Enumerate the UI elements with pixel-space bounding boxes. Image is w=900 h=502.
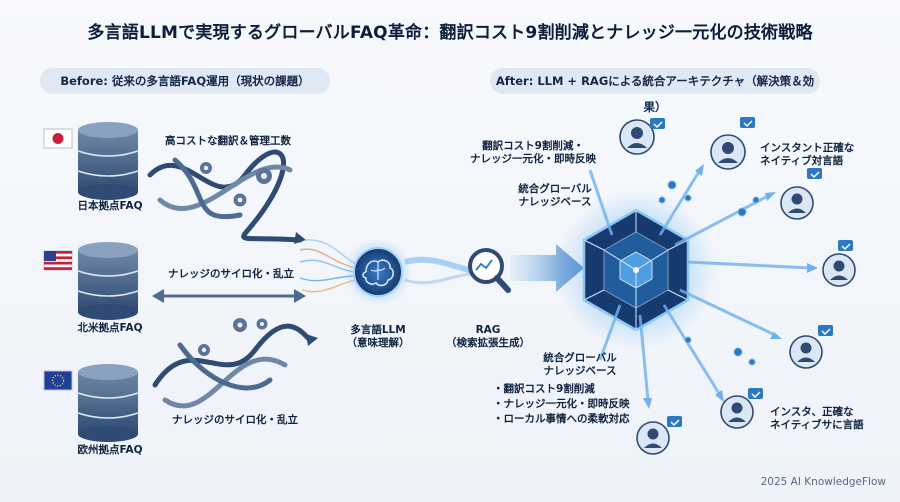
user-avatar-icon xyxy=(636,416,682,455)
brain-icon xyxy=(353,247,403,297)
arrowhead xyxy=(294,232,306,244)
effect-bullet-list: ・翻訳コスト9割削減 ・ナレッジ一元化・即時反映 ・ローカル事情への柔軟対応 xyxy=(493,382,630,427)
user-avatar-icon xyxy=(789,325,833,369)
issue-silo-label-1: ナレッジのサイロ化・乱立 xyxy=(168,268,294,280)
database-icon-jp xyxy=(77,122,139,200)
user-avatar-icon xyxy=(720,388,763,429)
list-item: ・ローカル事情への柔軟対応 xyxy=(493,413,630,425)
rag-label: RAG （検索拡張生成） xyxy=(446,324,530,349)
site-label-jp: 日本拠点FAQ xyxy=(77,200,143,212)
eu-flag-icon xyxy=(43,370,73,391)
after-header: After: LLM + RAGによる統合アーキテクチャ（解決策＆効果） xyxy=(490,68,820,114)
user-avatar-icon xyxy=(780,168,822,220)
user-note-top: インスタント正確な ネイティブ対言語 xyxy=(760,142,855,167)
database-icon-eu xyxy=(77,364,139,442)
tangled-flow-bottom xyxy=(152,323,313,409)
gear-icon xyxy=(200,162,272,207)
beam xyxy=(404,256,471,273)
arrowheads-right xyxy=(643,164,818,409)
magnifier-icon xyxy=(468,248,511,293)
llm-label: 多言語LLM （意味理解） xyxy=(346,324,410,349)
page-title: 多言語LLMで実現するグローバルFAQ革命：翻訳コスト9割削減とナレッジ一元化の… xyxy=(87,23,813,43)
database-icon-us xyxy=(77,242,139,320)
list-item: ・翻訳コスト9割削減 xyxy=(493,383,595,395)
issue-cost-label: 高コストな翻訳＆管理工数 xyxy=(165,135,291,147)
user-note-bottom: インスタ、正確な ネイティブサに言語 xyxy=(770,406,864,431)
us-flag-icon xyxy=(43,250,73,271)
beam xyxy=(404,272,471,285)
user-avatar-icon xyxy=(710,117,755,170)
tangled-flow-top xyxy=(147,149,303,243)
before-header: Before: 従来の多言語FAQ運用（現状の課題） xyxy=(40,68,330,94)
silo-double-arrow xyxy=(152,289,306,303)
kb-label-top: 統合グローバル ナレッジベース xyxy=(518,183,592,208)
gear-icon xyxy=(198,318,268,356)
issue-silo-label-2: ナレッジのサイロ化・乱立 xyxy=(172,414,298,426)
distribution-rays xyxy=(588,169,811,401)
list-item: ・ナレッジ一元化・即時反映 xyxy=(493,398,630,410)
effect-top-label: 翻訳コスト9割削減・ ナレッジ一元化・即時反映 xyxy=(470,140,596,165)
kb-label-bottom: 統合グローバル ナレッジベース xyxy=(543,352,617,377)
network-node-icon xyxy=(658,180,760,366)
jp-flag-icon xyxy=(43,128,73,149)
user-avatar-icon xyxy=(822,240,856,287)
site-label-eu: 欧州拠点FAQ xyxy=(77,444,143,456)
footer-credit: 2025 AI KnowledgeFlow xyxy=(760,476,886,488)
site-label-us: 北米拠点FAQ xyxy=(77,322,143,334)
arrowhead xyxy=(306,334,318,346)
knowledge-base-icon xyxy=(582,208,690,332)
user-avatar-icon xyxy=(619,118,665,155)
